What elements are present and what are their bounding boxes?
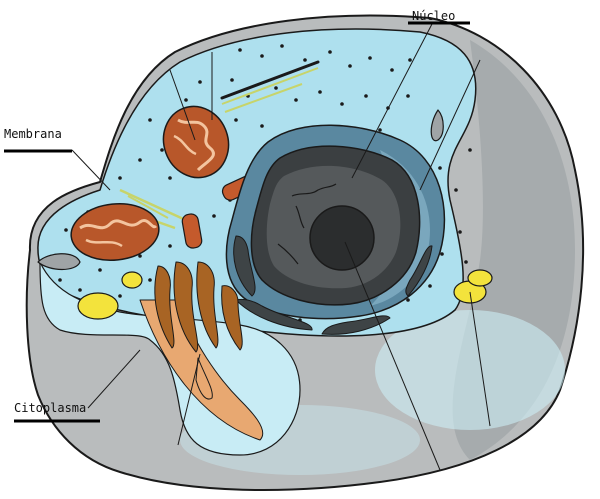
leader-membrana bbox=[71, 149, 111, 191]
leader-extra-4 bbox=[169, 69, 196, 141]
leader-lines bbox=[71, 23, 491, 471]
leader-extra-2 bbox=[469, 291, 491, 427]
label-nucleo: Núcleo bbox=[412, 9, 455, 23]
nucleolus bbox=[309, 205, 375, 271]
label-membrana: Membrana bbox=[4, 127, 62, 141]
membrane-notch bbox=[430, 109, 444, 142]
leader-extra-3 bbox=[419, 59, 481, 191]
golgi-apparatus bbox=[139, 261, 263, 441]
leader-nucleo bbox=[351, 23, 433, 179]
leader-nucleolus bbox=[344, 241, 441, 471]
endoplasmic-reticulum bbox=[233, 235, 433, 335]
mitochondrion-top bbox=[162, 105, 230, 179]
cell-highlight bbox=[375, 310, 565, 430]
cytoskeleton-fibers bbox=[109, 60, 320, 230]
mitochondrion-left bbox=[70, 203, 160, 261]
leader-citoplasma bbox=[87, 349, 141, 409]
membrane-notch-left bbox=[37, 253, 81, 271]
label-citoplasma: Citoplasma bbox=[14, 401, 86, 415]
leader-extra-1 bbox=[177, 353, 201, 446]
chromatin bbox=[277, 183, 337, 265]
